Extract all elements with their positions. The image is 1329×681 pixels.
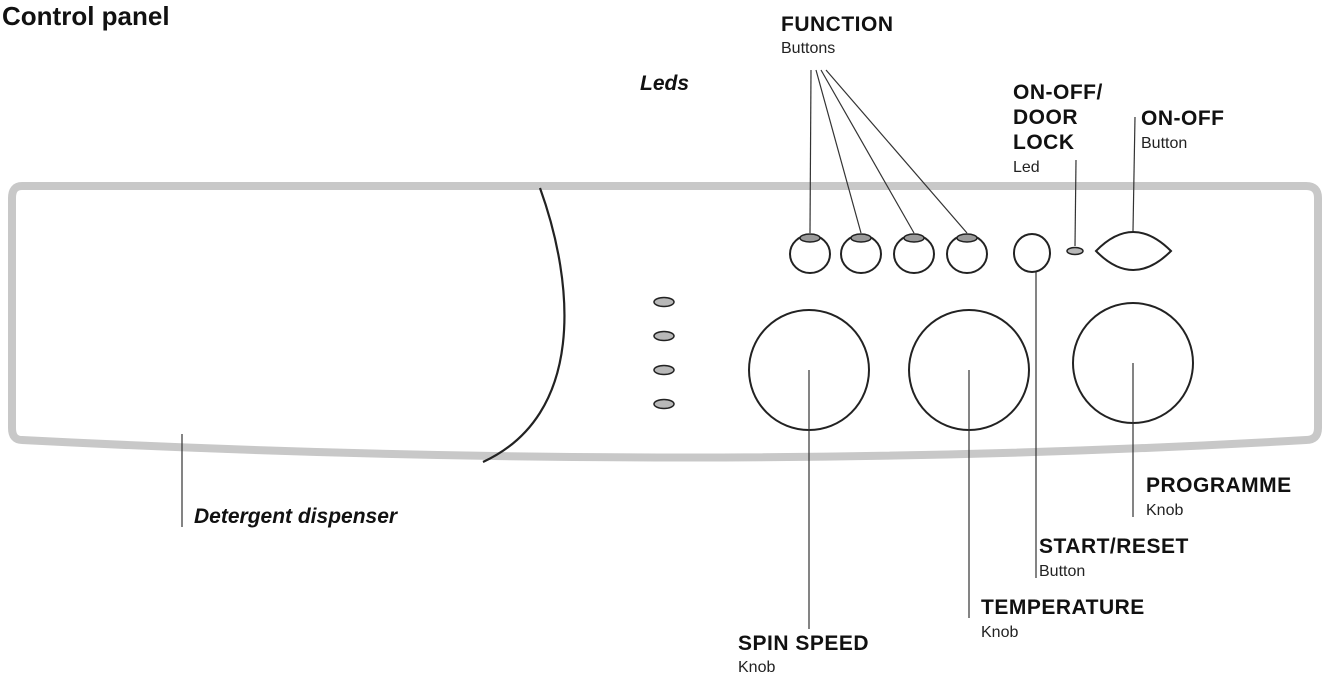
function-label: FUNCTION	[781, 13, 894, 36]
detergent-dispenser-edge	[482, 187, 566, 463]
leader-line	[815, 69, 862, 234]
function-button-1[interactable]	[789, 233, 831, 274]
page-title: Control panel	[2, 1, 170, 31]
function-sublabel: Buttons	[781, 40, 836, 57]
start-reset-sublabel: Button	[1039, 563, 1086, 580]
on-off-sublabel: Button	[1141, 135, 1188, 152]
function-button-3[interactable]	[893, 233, 935, 274]
indicator-led	[653, 398, 675, 410]
indicator-led	[653, 296, 675, 308]
temperature-label: TEMPERATURE	[981, 596, 1145, 619]
leds-label: Leds	[640, 72, 690, 95]
function-button-4[interactable]	[946, 233, 988, 274]
door-lock-sublabel: Led	[1013, 159, 1040, 176]
temperature-sublabel: Knob	[981, 624, 1019, 641]
spin-speed-label: SPIN SPEED	[738, 632, 870, 655]
leader-line	[825, 69, 968, 234]
leader-line	[820, 69, 915, 234]
function-button-2[interactable]	[840, 233, 882, 274]
indicator-led	[653, 330, 675, 342]
start-reset-button[interactable]	[1013, 233, 1051, 273]
leader-line	[1074, 159, 1077, 247]
leader-line	[809, 69, 812, 234]
door-lock-label-line2: DOOR	[1013, 106, 1078, 129]
start-reset-label: START/RESET	[1039, 535, 1189, 558]
door-lock-led	[1066, 246, 1084, 256]
programme-label: PROGRAMME	[1146, 474, 1292, 497]
door-lock-label-line3: LOCK	[1013, 131, 1075, 154]
indicator-led	[653, 364, 675, 376]
detergent-dispenser-label: Detergent dispenser	[194, 505, 398, 528]
door-lock-label-line1: ON-OFF/	[1013, 81, 1103, 104]
spin-speed-sublabel: Knob	[738, 659, 776, 676]
on-off-button[interactable]	[1094, 231, 1173, 271]
on-off-label: ON-OFF	[1141, 107, 1225, 130]
programme-sublabel: Knob	[1146, 502, 1184, 519]
leader-line	[1132, 116, 1136, 232]
